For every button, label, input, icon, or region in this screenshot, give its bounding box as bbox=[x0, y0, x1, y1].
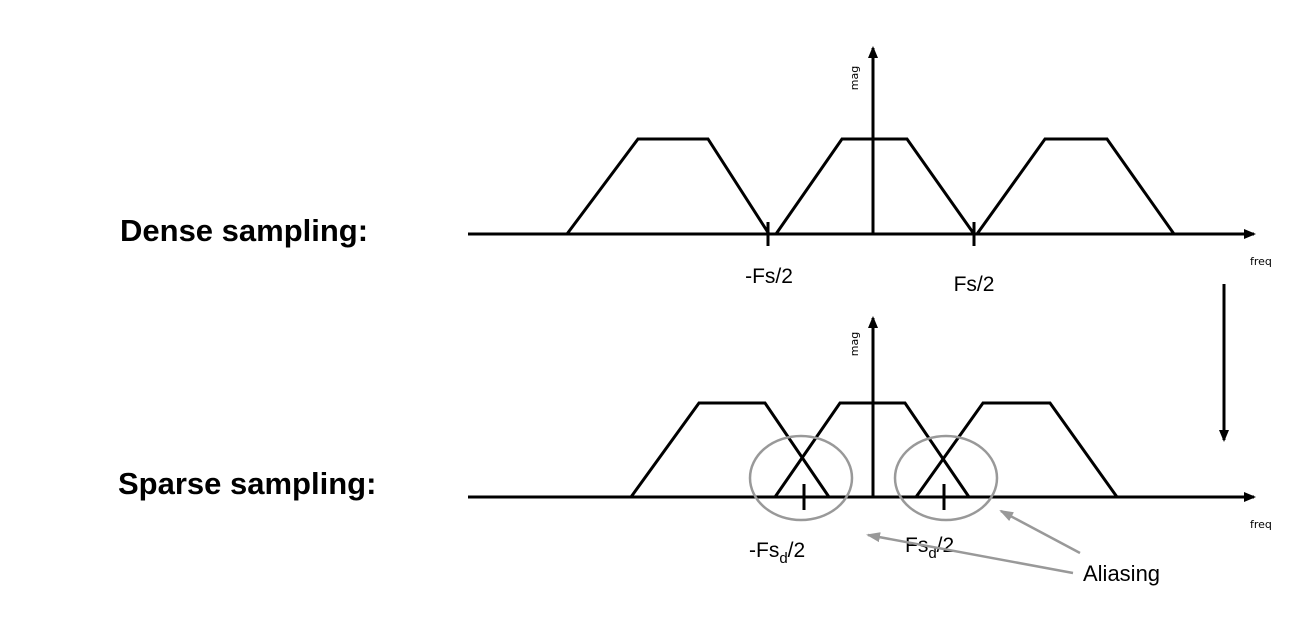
sparse-spectrum-center bbox=[773, 401, 971, 498]
aliasing-circle-right bbox=[893, 434, 999, 522]
dense-tick-right-label: Fs/2 bbox=[954, 273, 995, 296]
dense-freq-label: freq bbox=[1250, 255, 1272, 268]
sparse-sampling-label: Sparse sampling: bbox=[118, 466, 377, 501]
dense-mag-label: mag bbox=[848, 66, 861, 90]
sparse-tick-left-sub: d bbox=[779, 550, 787, 567]
dense-spectrum-right bbox=[975, 137, 1176, 235]
sparse-tick-left-label: -Fsd/2 bbox=[749, 539, 805, 567]
sparse-spectrum-left bbox=[629, 401, 831, 498]
sparse-mag-label: mag bbox=[848, 332, 861, 356]
sparse-tick-right-sub: d bbox=[928, 545, 936, 562]
dense-spectrum-left bbox=[565, 137, 771, 235]
sparse-panel: mag freq -Fsd/2 Fsd/2 bbox=[468, 316, 1272, 567]
aliasing-pointer-left bbox=[866, 532, 1074, 575]
dense-tick-left-label: -Fs/2 bbox=[745, 265, 793, 288]
dense-spectrum-center bbox=[774, 137, 976, 235]
sparse-tick-left-tail: /2 bbox=[788, 539, 806, 562]
aliasing-label: Aliasing bbox=[1083, 561, 1160, 586]
sparse-tick-right-main: Fs bbox=[905, 534, 928, 557]
dense-panel: mag freq -Fs/2 Fs/2 bbox=[468, 46, 1272, 296]
aliasing-pointer-right bbox=[999, 509, 1081, 555]
sparse-tick-right-label: Fsd/2 bbox=[905, 534, 954, 562]
aliasing-circle-left bbox=[748, 434, 854, 522]
sparse-spectrum-right bbox=[914, 401, 1119, 498]
sparse-tick-right-tail: /2 bbox=[937, 534, 955, 557]
sparse-tick-left-main: -Fs bbox=[749, 539, 779, 562]
sparse-freq-label: freq bbox=[1250, 518, 1272, 531]
dense-sampling-label: Dense sampling: bbox=[120, 213, 369, 248]
aliasing-callout: Aliasing bbox=[866, 509, 1160, 586]
